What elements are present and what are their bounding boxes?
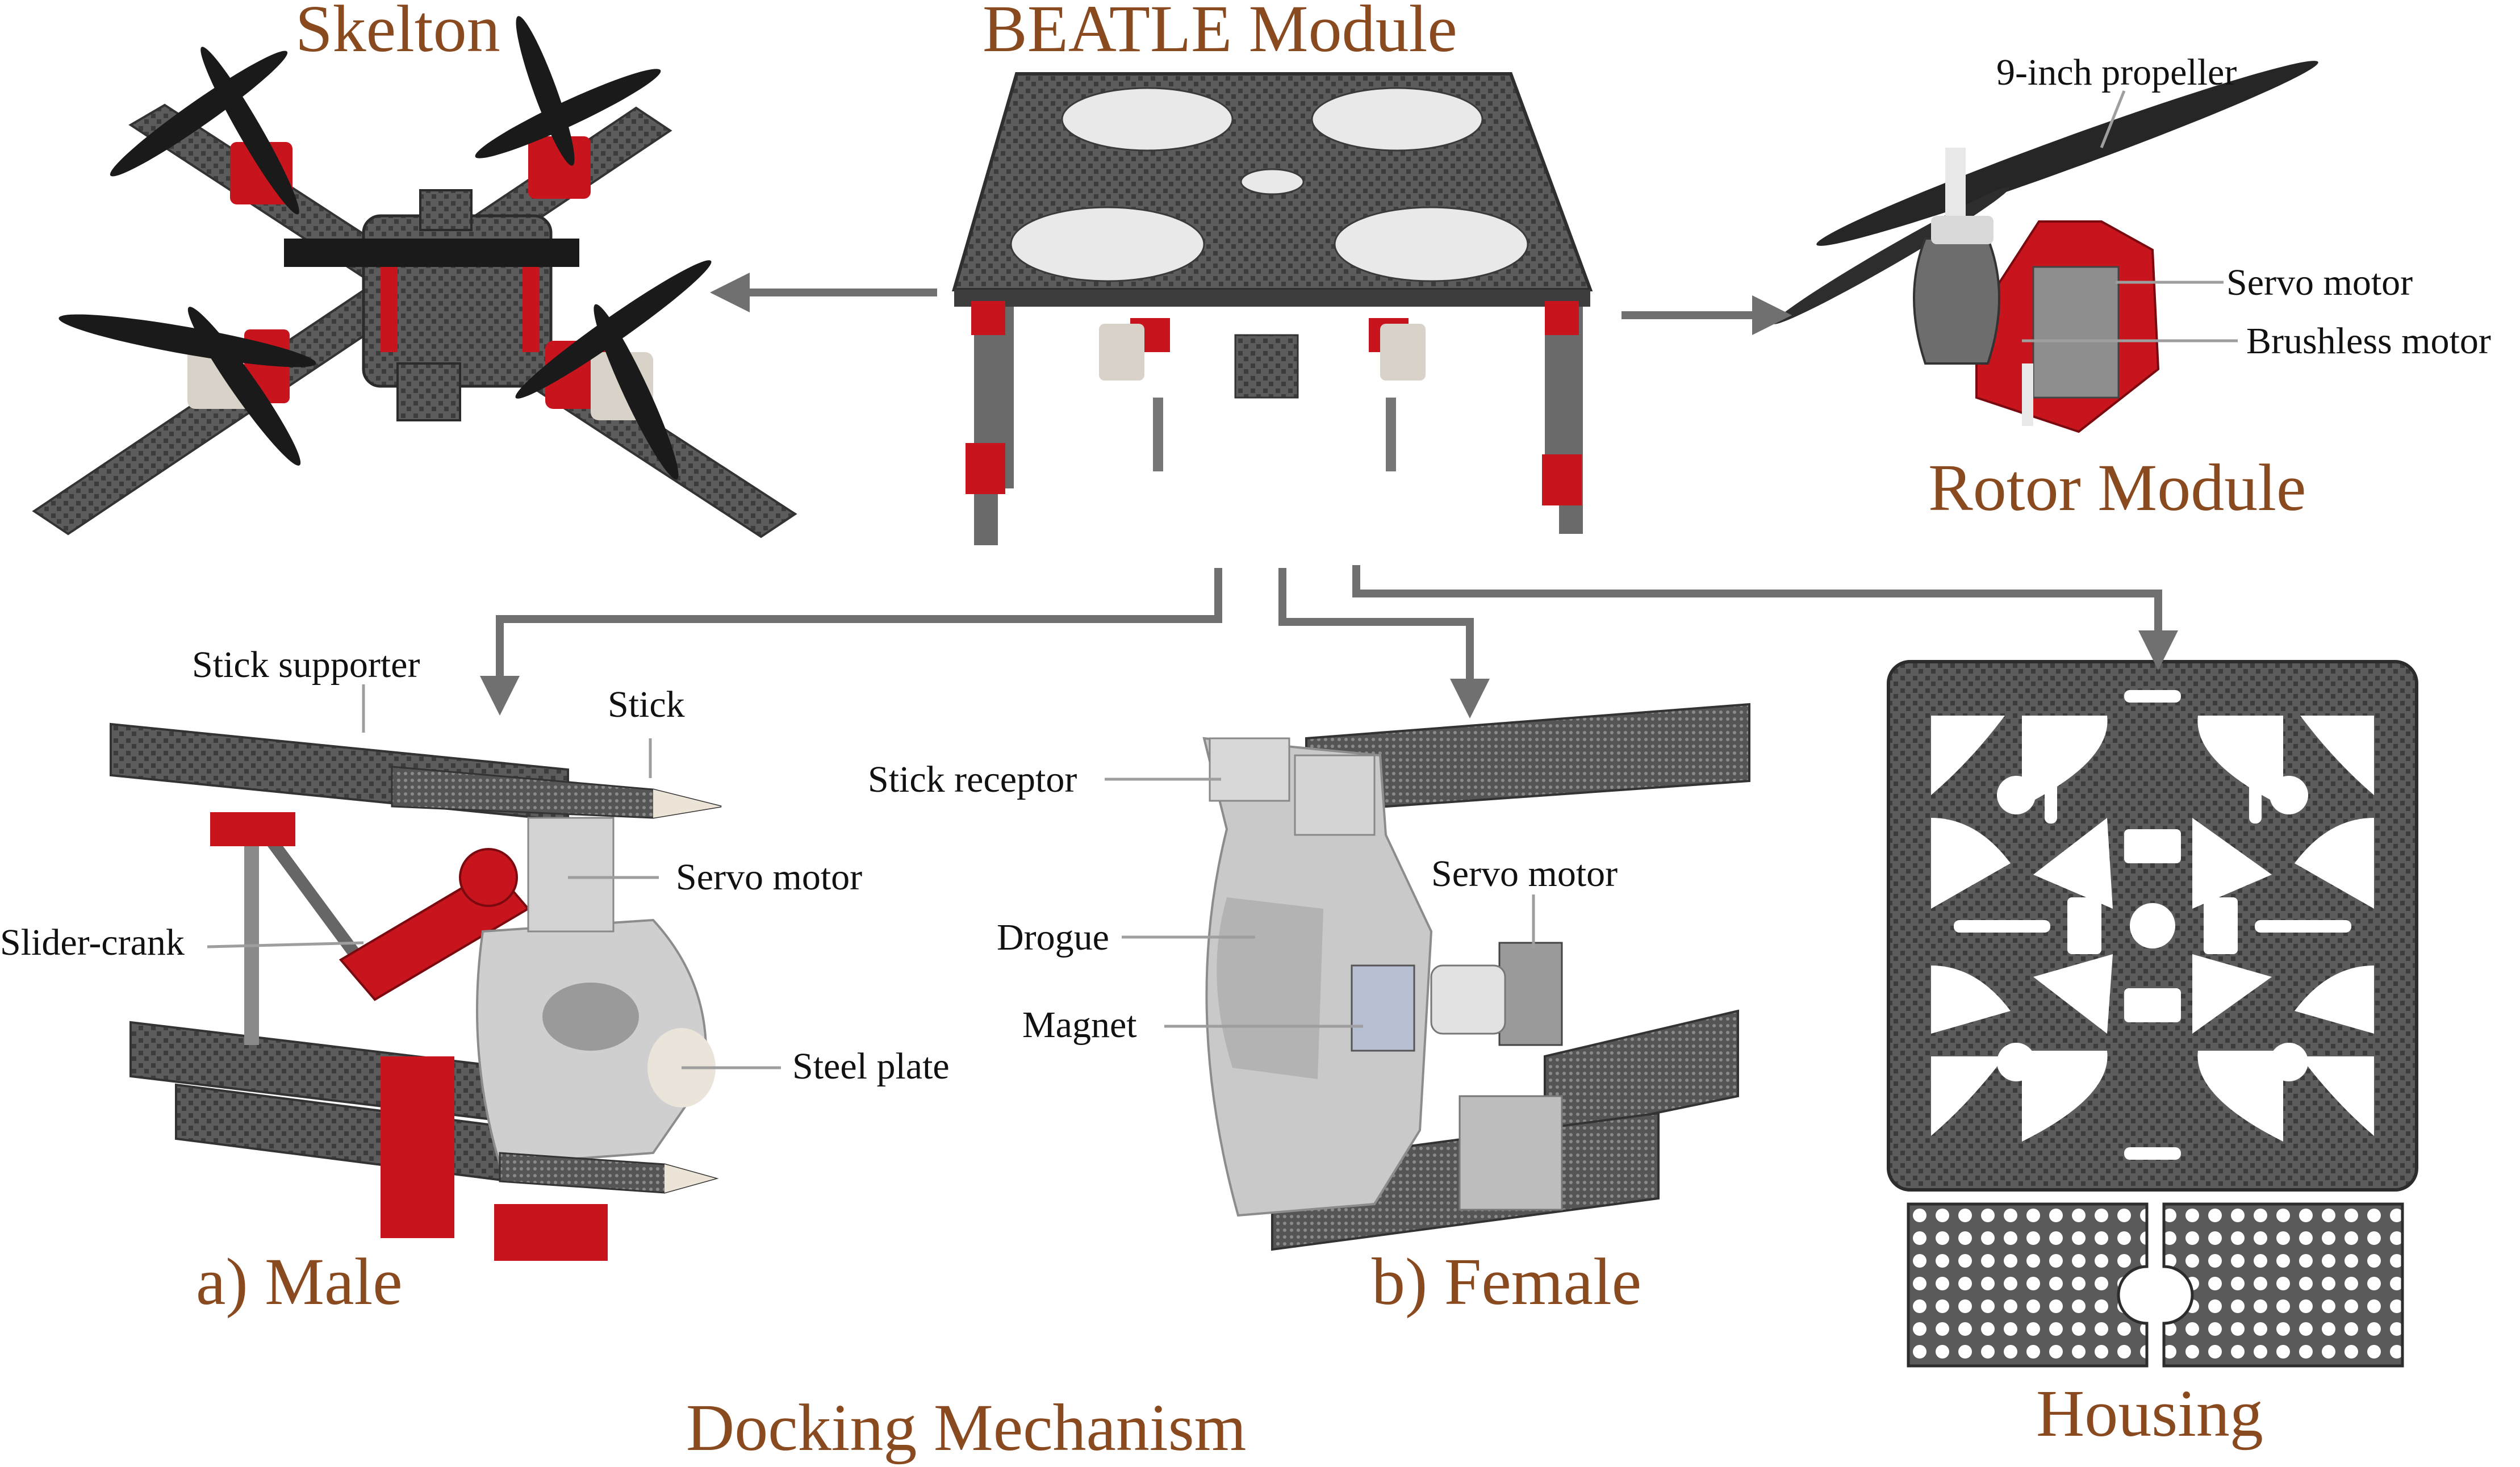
male-servo-label: Servo motor — [676, 856, 863, 898]
housing-title: Housing — [2036, 1376, 2263, 1451]
arrow-to-female — [1278, 568, 1490, 718]
male-illustration — [110, 722, 722, 1261]
rotor-brushless-motor — [1913, 237, 2000, 365]
female-servo — [1498, 942, 1563, 1046]
beatle-under-rotors — [1099, 324, 1426, 471]
housing-small-plate-left — [1907, 1202, 2149, 1368]
propeller-label: 9-inch propeller — [1996, 52, 2237, 93]
housing-cutouts — [1931, 690, 2374, 1160]
steel-plate-label: Steel plate — [792, 1046, 950, 1087]
housing-small-plate-right — [2162, 1202, 2404, 1368]
male-title: a) Male — [196, 1244, 403, 1319]
housing-illustration — [1887, 660, 2418, 1368]
beatle-plate-edge — [954, 290, 1590, 307]
skelton-rotor-2 — [475, 16, 661, 199]
skelton-rotor-3 — [58, 307, 316, 466]
female-servo-label: Servo motor — [1431, 853, 1618, 895]
female-magnet — [1351, 964, 1415, 1052]
rotor-servo-label: Servo motor — [2226, 262, 2413, 303]
skelton-rotor-1 — [110, 47, 299, 215]
docking-mechanism-title: Docking Mechanism — [686, 1390, 1247, 1465]
skelton-tail-plate — [396, 362, 461, 421]
arrow-to-male — [480, 568, 1222, 716]
leader-lines — [207, 90, 2238, 1069]
beatle-legs — [966, 307, 1583, 545]
flow-arrows — [480, 273, 2178, 718]
slider-crank-label: Slider-crank — [0, 922, 185, 963]
stick-supporter-label: Stick supporter — [192, 644, 420, 686]
beatle-cutouts — [1010, 87, 1529, 282]
drogue-label: Drogue — [997, 917, 1109, 958]
magnet-label: Magnet — [1022, 1004, 1137, 1046]
stick-label: Stick — [608, 684, 685, 725]
skelton-illustration — [32, 16, 797, 538]
beatle-module-illustration — [952, 72, 1593, 545]
arrow-to-housing — [1352, 565, 2178, 670]
brushless-label: Brushless motor — [2246, 320, 2491, 362]
skelton-title: Skelton — [295, 0, 500, 66]
female-illustration — [1202, 703, 1750, 1251]
beatle-module-title: BEATLE Module — [983, 0, 1457, 66]
skelton-top-plate — [419, 189, 473, 231]
female-title: b) Female — [1372, 1244, 1642, 1319]
stick-receptor-label: Stick receptor — [868, 759, 1077, 800]
rotor-module-illustration — [1773, 61, 2318, 433]
rotor-servo-body — [2032, 266, 2120, 399]
skelton-rotor-4 — [515, 260, 712, 480]
rotor-module-title: Rotor Module — [1928, 450, 2306, 525]
rotor-propeller-blade — [1816, 61, 2318, 246]
